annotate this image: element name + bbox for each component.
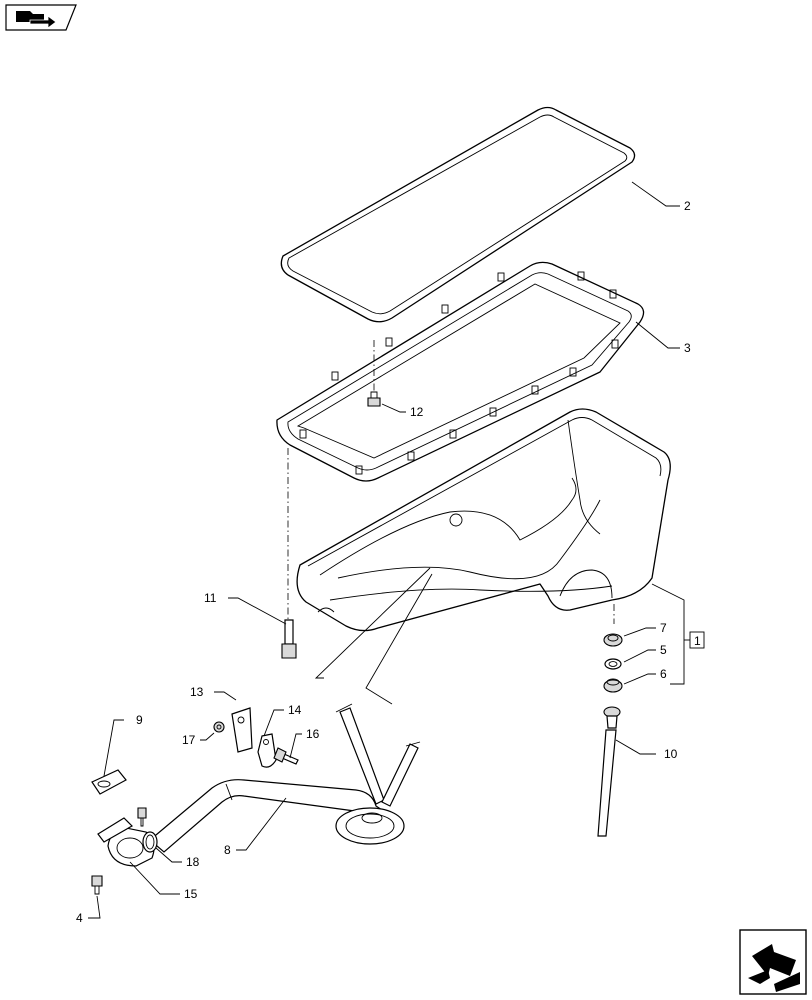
callout-box-1	[689, 631, 705, 649]
screw-part-4	[91, 875, 103, 895]
callout-17: 17	[182, 733, 196, 747]
callout-14: 14	[288, 703, 302, 717]
callout-3: 3	[684, 341, 691, 355]
frame-part-3	[276, 261, 645, 482]
callout-8: 8	[224, 843, 231, 857]
callout-18: 18	[186, 855, 200, 869]
flange-part-15	[97, 817, 155, 867]
dipstick-tube-part-10	[597, 706, 621, 837]
gasket-part-2	[280, 106, 636, 323]
callout-1: 1	[694, 634, 701, 648]
screw-part-4-top	[137, 807, 147, 827]
plug-part-6	[603, 678, 623, 693]
callout-7: 7	[660, 621, 667, 635]
oil-pan	[296, 408, 671, 632]
callout-4: 4	[76, 911, 83, 925]
callout-15: 15	[184, 887, 198, 901]
callout-10: 10	[664, 747, 678, 761]
seal-part-7	[603, 633, 623, 647]
screw-part-12	[367, 391, 381, 407]
navigate-arrow-icon[interactable]	[739, 929, 807, 995]
seal-ring-part-18	[142, 831, 158, 853]
callout-13: 13	[190, 685, 204, 699]
callout-12: 12	[410, 405, 424, 419]
bolt-part-16	[273, 747, 299, 765]
callout-2: 2	[684, 199, 691, 213]
callout-16: 16	[306, 727, 320, 741]
clamp-part-14	[257, 733, 277, 768]
washer-part-5	[604, 658, 622, 670]
bolt-part-11	[281, 619, 297, 659]
callout-11: 11	[204, 591, 217, 605]
folder-arrow-icon[interactable]	[5, 4, 77, 31]
suction-pipe-part-8	[149, 703, 421, 853]
bracket-part-13	[231, 707, 253, 753]
callout-9: 9	[136, 713, 143, 727]
callout-5: 5	[660, 643, 667, 657]
nut-part-17	[213, 721, 225, 733]
leader-lines	[88, 181, 690, 919]
gasket-part-9	[91, 769, 127, 795]
callout-6: 6	[660, 667, 667, 681]
